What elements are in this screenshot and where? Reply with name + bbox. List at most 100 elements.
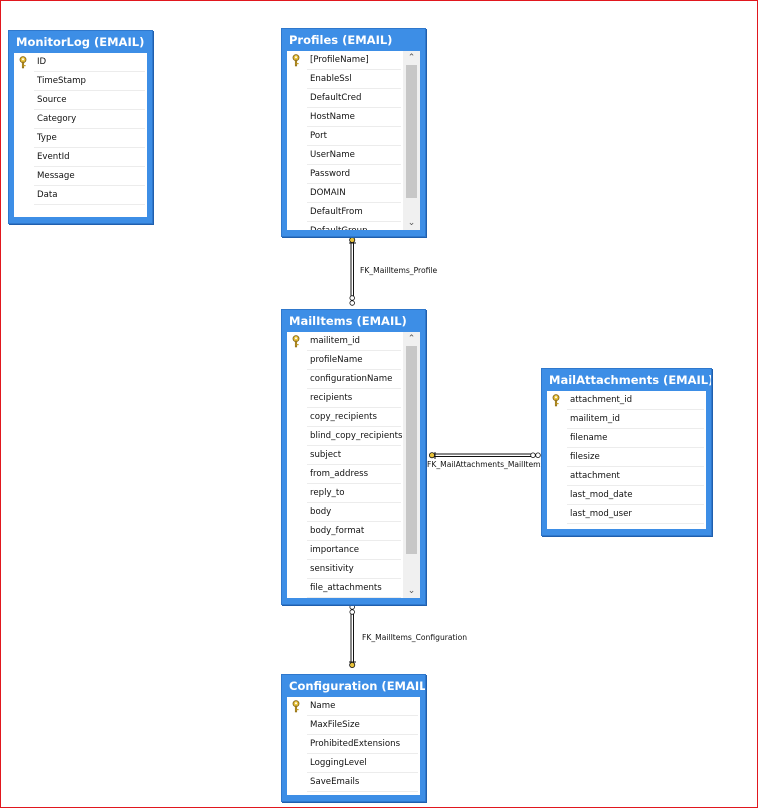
column-row-mailitems-9[interactable]: body	[287, 503, 403, 522]
column-row-profiles-0[interactable]: [ProfileName]	[287, 51, 403, 70]
column-row-profiles-5[interactable]: UserName	[287, 146, 403, 165]
chevron-up-icon[interactable]: ⌃	[407, 53, 416, 63]
relationship-line-mailattachments-mailitems[interactable]	[428, 452, 541, 459]
column-name: ID	[34, 53, 145, 72]
column-row-mailattachments-1[interactable]: mailitem_id	[547, 410, 706, 429]
column-name: mailitem_id	[307, 332, 401, 351]
column-name: recipients	[307, 389, 401, 408]
column-row-profiles-3[interactable]: HostName	[287, 108, 403, 127]
key-icon	[291, 335, 301, 348]
column-row-mailitems-10[interactable]: body_format	[287, 522, 403, 541]
column-row-mailitems-12[interactable]: sensitivity	[287, 560, 403, 579]
column-row-monitorlog-2[interactable]: Source	[14, 91, 147, 110]
column-row-mailitems-2[interactable]: configurationName	[287, 370, 403, 389]
column-row-mailitems-13[interactable]: file_attachments	[287, 579, 403, 598]
column-row-configuration-1[interactable]: MaxFileSize	[287, 716, 420, 735]
column-name: filename	[567, 429, 704, 448]
column-row-mailitems-5[interactable]: blind_copy_recipients	[287, 427, 403, 446]
column-row-monitorlog-5[interactable]: EventId	[14, 148, 147, 167]
column-name: DefaultFrom	[307, 203, 401, 222]
column-row-monitorlog-4[interactable]: Type	[14, 129, 147, 148]
column-row-mailitems-7[interactable]: from_address	[287, 465, 403, 484]
column-row-mailitems-8[interactable]: reply_to	[287, 484, 403, 503]
column-row-configuration-4[interactable]: SaveEmails	[287, 773, 420, 792]
column-row-configuration-2[interactable]: ProhibitedExtensions	[287, 735, 420, 754]
table-title-monitorlog[interactable]: MonitorLog (EMAIL)	[16, 35, 145, 49]
column-row-mailitems-6[interactable]: subject	[287, 446, 403, 465]
column-row-mailattachments-2[interactable]: filename	[547, 429, 706, 448]
table-title-configuration[interactable]: Configuration (EMAIL)	[289, 679, 425, 693]
column-name: body	[307, 503, 401, 522]
column-row-monitorlog-1[interactable]: TimeStamp	[14, 72, 147, 91]
column-row-mailattachments-0[interactable]: attachment_id	[547, 391, 706, 410]
chevron-down-icon[interactable]: ⌄	[407, 586, 416, 596]
column-name: Port	[307, 127, 401, 146]
column-name: Source	[34, 91, 145, 110]
profiles-scrollbar[interactable]: ⌃ ⌄	[403, 51, 420, 230]
column-row-profiles-1[interactable]: EnableSsl	[287, 70, 403, 89]
column-row-mailitems-4[interactable]: copy_recipients	[287, 408, 403, 427]
profiles-scroll-thumb[interactable]	[406, 65, 417, 198]
column-name: filesize	[567, 448, 704, 467]
column-name: Message	[34, 167, 145, 186]
column-row-mailitems-1[interactable]: profileName	[287, 351, 403, 370]
column-row-profiles-2[interactable]: DefaultCred	[287, 89, 403, 108]
relationship-line-mailitems-profile[interactable]	[349, 236, 356, 306]
column-name: Name	[307, 697, 418, 716]
column-row-monitorlog-3[interactable]: Category	[14, 110, 147, 129]
key-icon	[18, 56, 28, 69]
chevron-down-icon[interactable]: ⌄	[407, 218, 416, 228]
column-row-mailattachments-4[interactable]: attachment	[547, 467, 706, 486]
column-row-profiles-6[interactable]: Password	[287, 165, 403, 184]
column-name: HostName	[307, 108, 401, 127]
column-row-profiles-4[interactable]: Port	[287, 127, 403, 146]
column-row-mailitems-0[interactable]: mailitem_id	[287, 332, 403, 351]
column-row-profiles-8[interactable]: DefaultFrom	[287, 203, 403, 222]
column-name: DefaultGroup	[307, 222, 401, 230]
relationship-line-mailitems-configuration[interactable]	[349, 604, 356, 669]
column-name: file_attachments	[307, 579, 401, 598]
relationship-label-mailitems-profile: FK_MailItems_Profile	[360, 266, 438, 275]
column-name: Category	[34, 110, 145, 129]
column-name: blind_copy_recipients	[307, 427, 402, 446]
column-row-configuration-3[interactable]: LoggingLevel	[287, 754, 420, 773]
column-name: mailitem_id	[567, 410, 704, 429]
chevron-up-icon[interactable]: ⌃	[407, 334, 416, 344]
column-name: from_address	[307, 465, 401, 484]
column-row-monitorlog-6[interactable]: Message	[14, 167, 147, 186]
table-title-mailattachments[interactable]: MailAttachments (EMAIL)	[549, 373, 711, 387]
column-name: body_format	[307, 522, 401, 541]
key-icon	[291, 54, 301, 67]
column-name: TimeStamp	[34, 72, 145, 91]
column-row-monitorlog-0[interactable]: ID	[14, 53, 147, 72]
mailitems-scroll-thumb[interactable]	[406, 346, 417, 554]
key-icon	[291, 700, 301, 713]
column-row-profiles-7[interactable]: DOMAIN	[287, 184, 403, 203]
mailitems-scrollbar[interactable]: ⌃ ⌄	[403, 332, 420, 598]
column-row-profiles-9[interactable]: DefaultGroup	[287, 222, 403, 230]
column-name: attachment	[567, 467, 704, 486]
column-row-monitorlog-7[interactable]: Data	[14, 186, 147, 205]
relationship-label-mailitems-configuration: FK_MailItems_Configuration	[362, 633, 468, 642]
table-title-mailitems[interactable]: MailItems (EMAIL)	[289, 314, 407, 328]
column-name: EventId	[34, 148, 145, 167]
column-row-mailattachments-3[interactable]: filesize	[547, 448, 706, 467]
column-row-mailattachments-5[interactable]: last_mod_date	[547, 486, 706, 505]
column-name: subject	[307, 446, 401, 465]
column-name: sensitivity	[307, 560, 401, 579]
column-row-mailitems-3[interactable]: recipients	[287, 389, 403, 408]
column-row-mailattachments-6[interactable]: last_mod_user	[547, 505, 706, 524]
column-row-configuration-0[interactable]: Name	[287, 697, 420, 716]
column-name: MaxFileSize	[307, 716, 418, 735]
table-title-profiles[interactable]: Profiles (EMAIL)	[289, 33, 393, 47]
column-row-mailitems-11[interactable]: importance	[287, 541, 403, 560]
